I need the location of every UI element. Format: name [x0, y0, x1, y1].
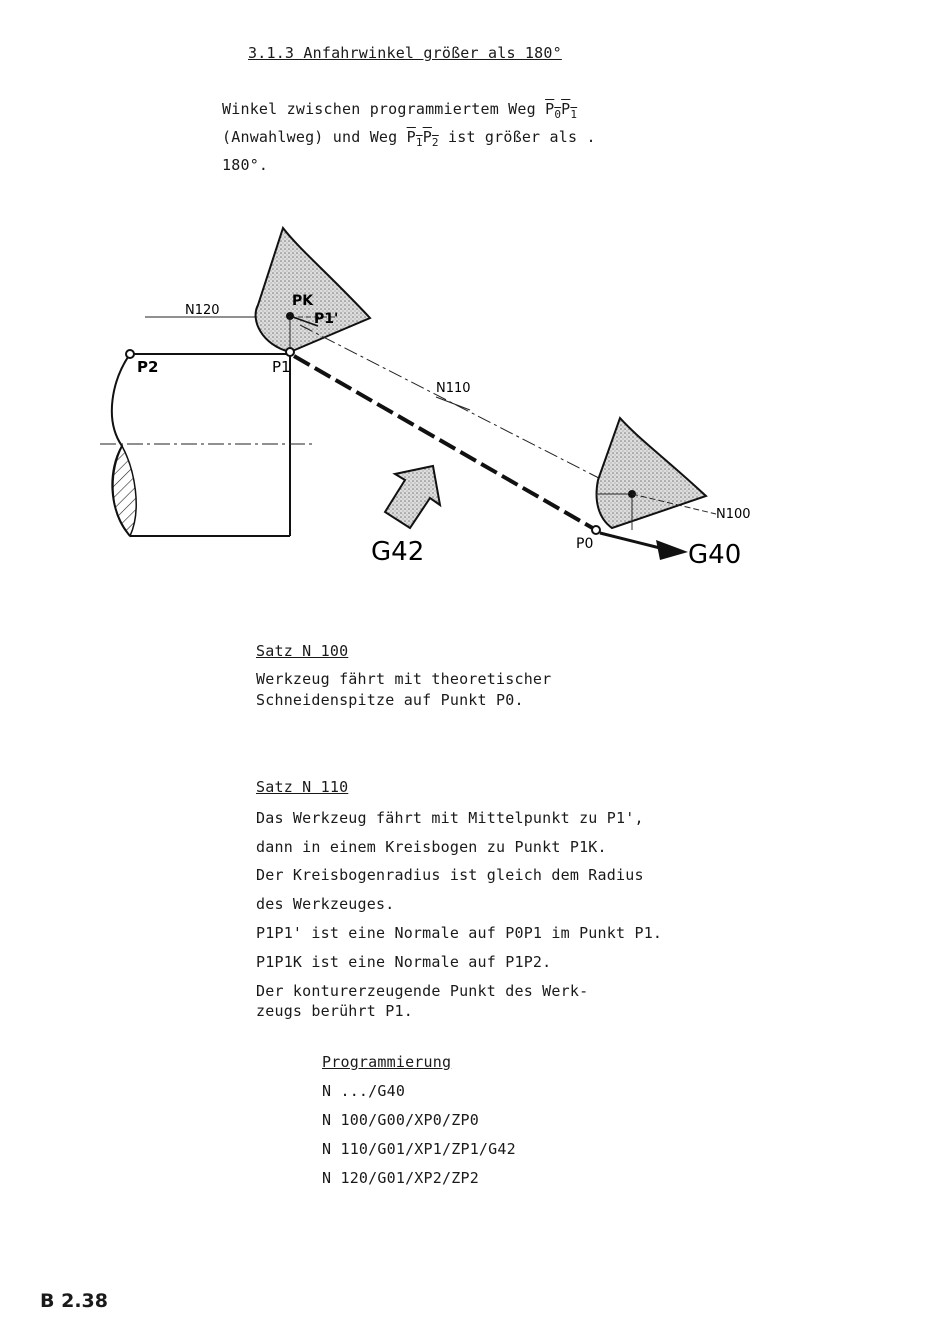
program-line: N 110/G01/XP1/ZP1/G42	[322, 1140, 516, 1158]
approach-diagram: N120 PK P1' P1 P2 N110 G42 N100 P0 G40	[100, 225, 751, 570]
intro-line-2-rest: ist größer als .	[438, 128, 596, 146]
program-line: N 120/G01/XP2/ZP2	[322, 1169, 479, 1187]
satz110-line3: Der Kreisbogenradius ist gleich dem Radi…	[256, 866, 644, 884]
workpiece-section-hatch	[112, 444, 137, 538]
label-n110: N110	[436, 381, 471, 396]
tool-at-p0	[595, 416, 708, 530]
program-line: N .../G40	[322, 1082, 406, 1100]
satz100-line2: Schneidenspitze auf Punkt P0.	[256, 691, 524, 709]
label-p0: P0	[576, 536, 593, 552]
satz100-title: Satz N 100	[256, 642, 349, 660]
label-g40: G40	[688, 540, 741, 570]
intro-line-3: 180°.	[222, 156, 269, 174]
intro-line-1-text: Winkel zwischen programmiertem Weg	[222, 100, 546, 118]
label-pk: PK	[292, 293, 314, 309]
tool-at-p1	[254, 225, 372, 354]
label-p1-prime: P1'	[314, 311, 338, 327]
label-n100: N100	[716, 507, 751, 522]
satz110-line1: Das Werkzeug fährt mit Mittelpunkt zu P1…	[256, 809, 644, 827]
point-p0	[591, 525, 601, 535]
label-g42: G42	[371, 537, 424, 567]
intro-line-1: Winkel zwischen programmiertem Weg P0P1	[222, 100, 577, 121]
satz110-line2: dann in einem Kreisbogen zu Punkt P1K.	[256, 838, 607, 856]
tool-centre-path	[299, 324, 633, 496]
satz110-line8: zeugs berührt P1.	[256, 1002, 413, 1020]
label-p1: P1	[272, 358, 291, 376]
satz110-line7: Der konturerzeugende Punkt des Werk-	[256, 982, 589, 1000]
g40-direction-arrow	[656, 540, 688, 560]
intro-line-2: (Anwahlweg) und Weg P1P2 ist größer als …	[222, 128, 596, 149]
point-p2	[125, 349, 135, 359]
satz110-line4: des Werkzeuges.	[256, 895, 395, 913]
satz100-line1: Werkzeug fährt mit theoretischer	[256, 670, 552, 688]
programmed-path-p0p1	[293, 354, 597, 532]
intro-path-p0p1: P0P1	[545, 100, 578, 121]
section-title: 3.1.3 Anfahrwinkel größer als 180°	[248, 44, 562, 62]
satz110-title: Satz N 110	[256, 778, 349, 796]
label-n120: N120	[185, 303, 220, 318]
intro-line-2-text: (Anwahlweg) und Weg	[222, 128, 407, 146]
point-p1	[285, 347, 295, 357]
page-number: B 2.38	[40, 1290, 108, 1312]
g42-direction-arrow	[383, 464, 442, 530]
workpiece	[110, 353, 291, 537]
intro-path-p1p2: P1P2	[406, 128, 439, 149]
program-title: Programmierung	[322, 1053, 452, 1071]
satz110-line6: P1P1K ist eine Normale auf P1P2.	[256, 953, 552, 971]
program-line: N 100/G00/XP0/ZP0	[322, 1111, 479, 1129]
satz110-line5: P1P1' ist eine Normale auf P0P1 im Punkt…	[256, 924, 663, 942]
label-p2: P2	[137, 358, 158, 376]
